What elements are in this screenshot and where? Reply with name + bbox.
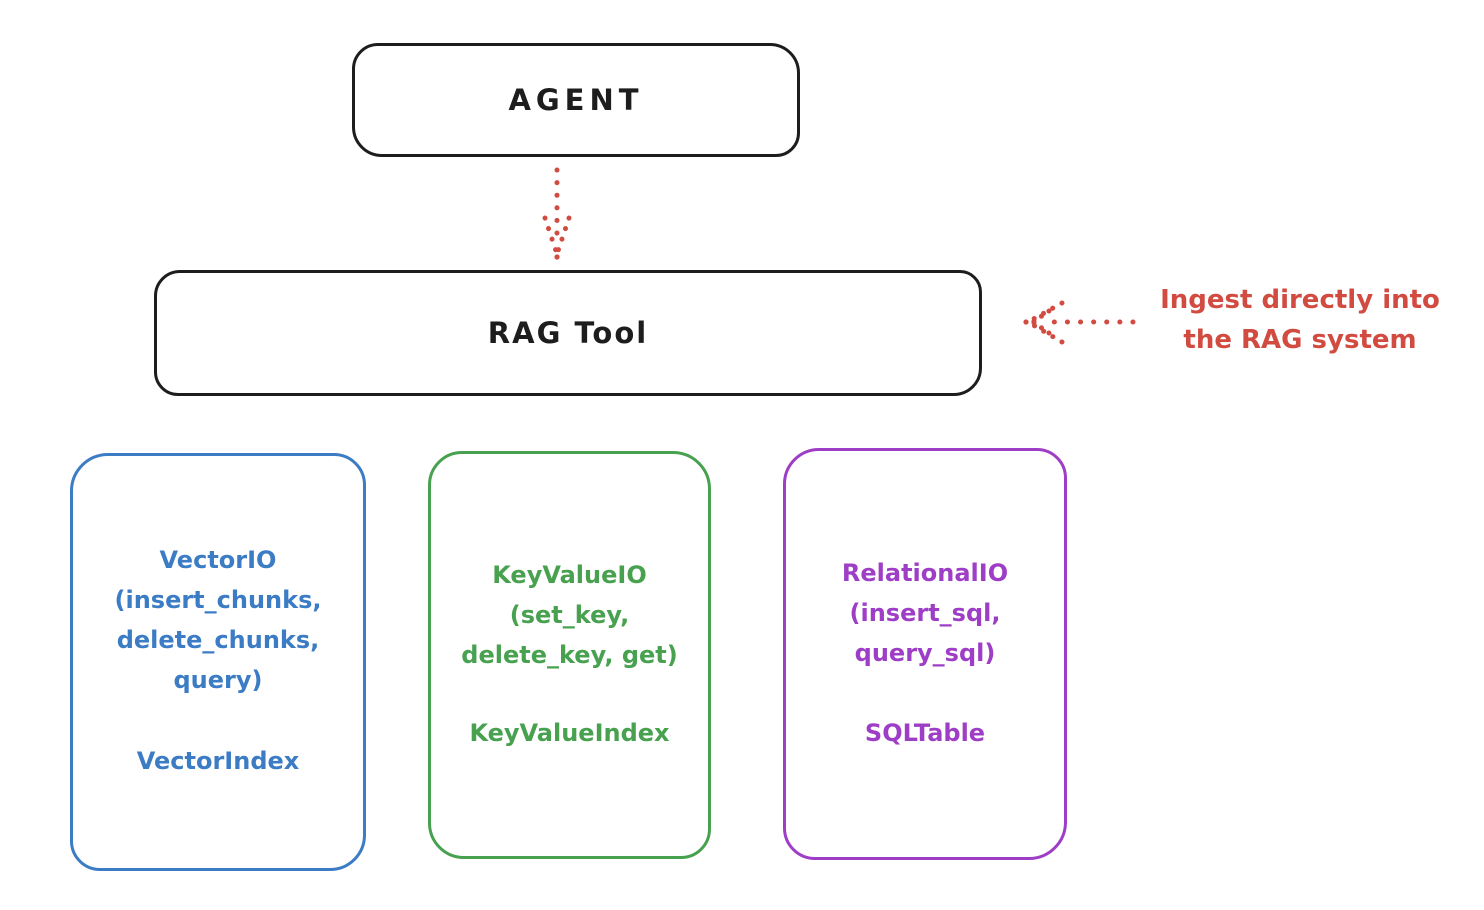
io-line: (set_key,: [509, 601, 630, 629]
keyvalue-io-box: KeyValueIO (set_key, delete_key, get) Ke…: [428, 451, 711, 859]
ingest-annotation-line2: the RAG system: [1183, 325, 1417, 355]
rag-tool-box: RAG Tool: [154, 270, 982, 396]
agent-to-rag-arrow: [542, 167, 572, 260]
io-line: KeyValueIO: [492, 561, 647, 589]
vector-index-label: VectorIndex: [136, 747, 300, 775]
agent-box: AGENT: [352, 43, 800, 157]
io-line: query_sql): [854, 639, 996, 667]
io-line: delete_chunks,: [116, 626, 320, 654]
io-line: (insert_chunks,: [114, 586, 322, 614]
vector-io-box: VectorIO (insert_chunks, delete_chunks, …: [70, 453, 366, 871]
io-line: VectorIO: [159, 546, 277, 574]
io-lines: VectorIO (insert_chunks, delete_chunks, …: [73, 540, 363, 700]
ingest-annotation-line1: Ingest directly into: [1160, 285, 1440, 315]
ingest-annotation: Ingest directly into the RAG system: [1140, 280, 1460, 360]
io-line: RelationalIO: [841, 559, 1009, 587]
rag-tool-label: RAG Tool: [487, 316, 649, 350]
io-line: delete_key, get): [461, 641, 678, 669]
keyvalue-index-label: KeyValueIndex: [469, 719, 670, 747]
annotation-to-rag-arrow: [1023, 300, 1136, 345]
agent-label: AGENT: [508, 83, 644, 117]
io-line: (insert_sql,: [849, 599, 1001, 627]
sql-table-label: SQLTable: [864, 719, 986, 747]
relational-io-box: RelationalIO (insert_sql, query_sql) SQL…: [783, 448, 1067, 860]
io-lines: RelationalIO (insert_sql, query_sql): [786, 553, 1064, 673]
io-line: query): [173, 666, 263, 694]
io-lines: KeyValueIO (set_key, delete_key, get): [431, 555, 708, 675]
